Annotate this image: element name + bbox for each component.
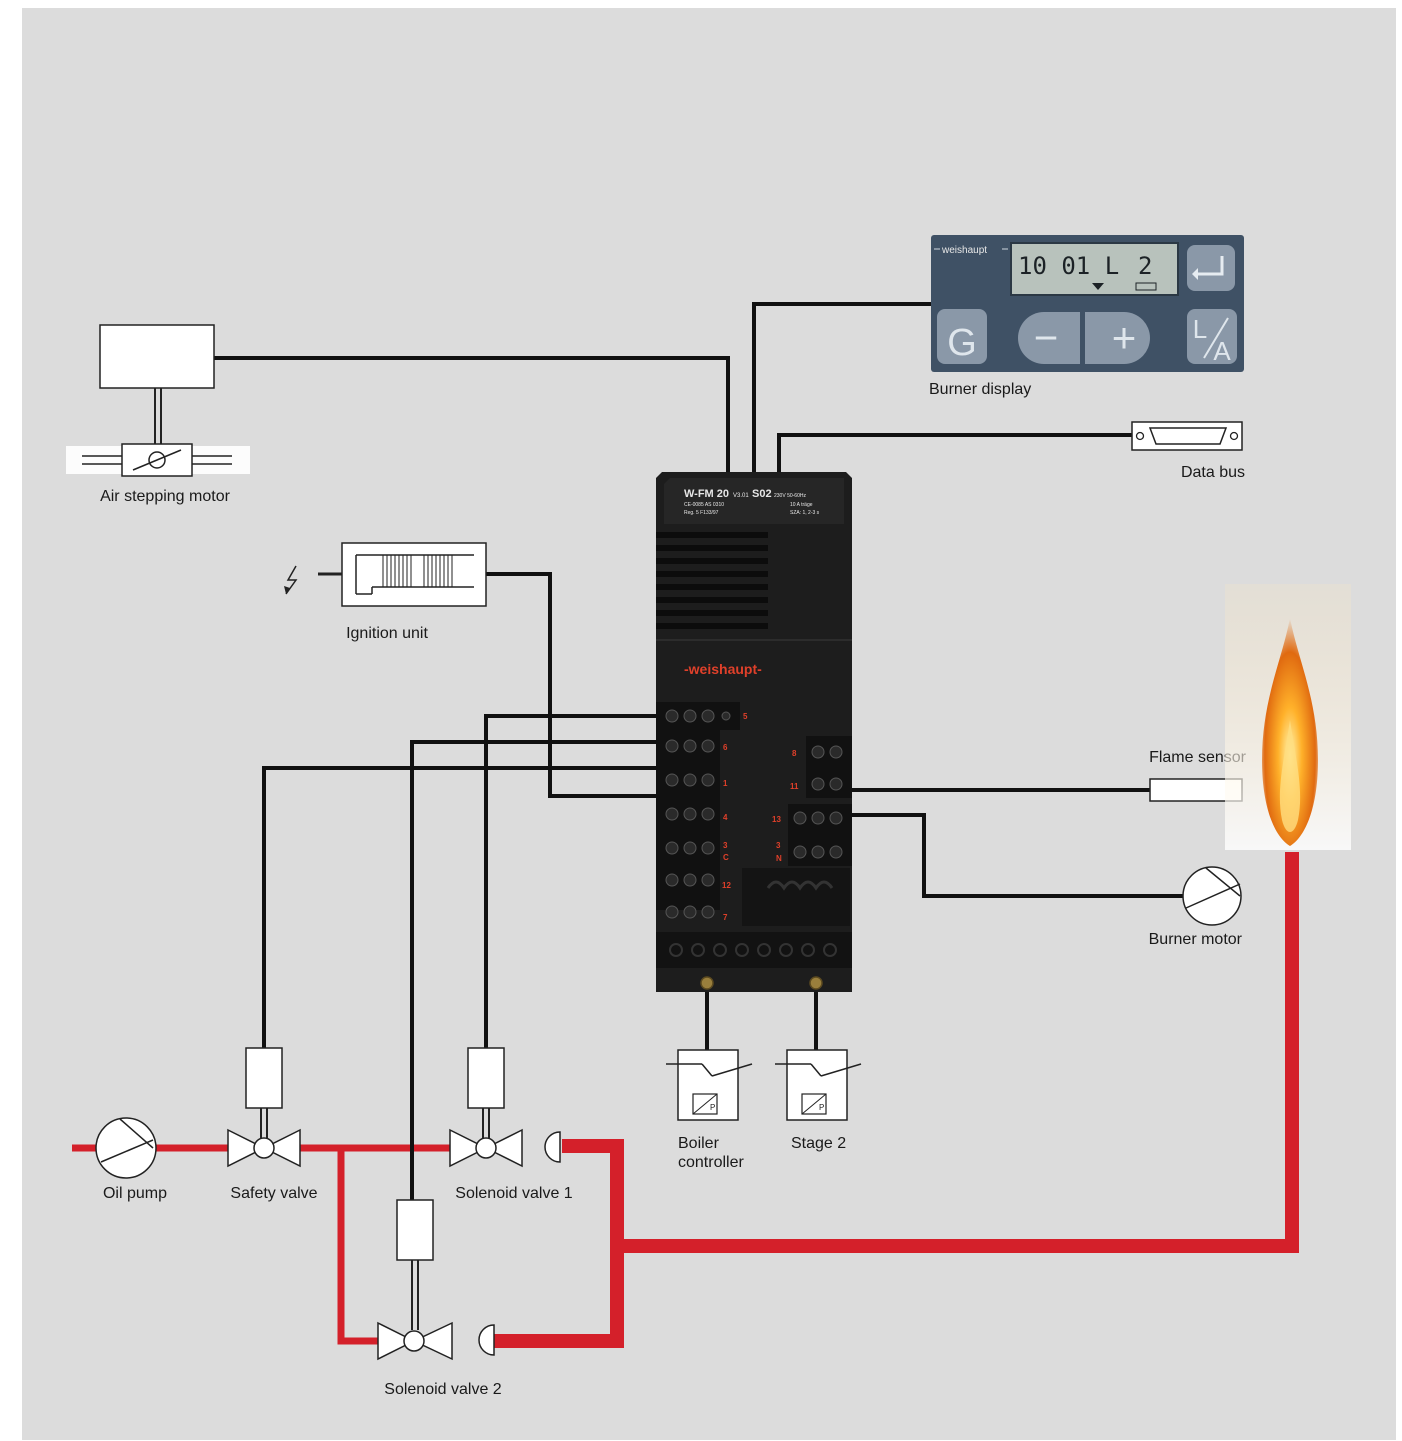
unit-spec-2: 10 A träge <box>790 502 813 508</box>
stage-2-controller: P Stage 2 <box>775 1049 862 1152</box>
nozzle-icon <box>544 1131 561 1163</box>
ignition-unit-label: Ignition unit <box>346 625 428 642</box>
unit-code: S02 <box>752 488 772 500</box>
unit-spec-1: 230V 50-60Hz <box>774 493 806 499</box>
terminal-r11: 11 <box>790 782 799 791</box>
manual-auto-label-a: A <box>1213 336 1231 366</box>
oil-pump-label: Oil pump <box>103 1185 167 1202</box>
unit-version: V3.01 <box>733 493 749 499</box>
screw-right <box>809 976 823 990</box>
minus-button-label: − <box>1034 314 1059 361</box>
unit-cert-2: Reg. 5 F133/97 <box>684 510 719 516</box>
unit-cert-1: CE-0085 AS 0310 <box>684 502 724 508</box>
terminal-blocks-right: 8 11 13 3 N <box>772 736 852 866</box>
air-stepping-motor-label: Air stepping motor <box>100 488 231 505</box>
pump-icon <box>100 1139 154 1163</box>
lcd-readout-stage: 2 <box>1138 252 1152 280</box>
terminal-r13: 13 <box>772 815 781 824</box>
terminal-7: 7 <box>723 913 728 922</box>
stage-2-label: Stage 2 <box>791 1135 846 1152</box>
burner-motor: Burner motor <box>1149 866 1243 948</box>
oil-lines <box>72 852 1299 1348</box>
flame-sensor: Flame sensor <box>1149 749 1247 802</box>
screw-left <box>700 976 714 990</box>
terminal-rn: N <box>776 854 782 863</box>
terminal-r8: 8 <box>792 749 797 758</box>
flame-sensor-label: Flame sensor <box>1149 749 1247 766</box>
solenoid-valve-1-label: Solenoid valve 1 <box>455 1185 573 1202</box>
data-bus-label: Data bus <box>1181 464 1245 481</box>
ignition-unit: Ignition unit <box>284 542 487 642</box>
g-button[interactable] <box>937 309 987 364</box>
svg-text:P: P <box>710 1103 715 1112</box>
oil-pump: Oil pump <box>95 1117 167 1202</box>
lcd-screen <box>1010 242 1179 296</box>
nozzle-icon <box>478 1324 495 1356</box>
plus-button-label: + <box>1112 314 1137 361</box>
unit-model: W-FM 20 <box>684 488 729 500</box>
terminal-12: 12 <box>722 881 731 890</box>
terminal-5: 5 <box>743 712 748 721</box>
valve-icon <box>449 1128 488 1168</box>
g-button-label: G <box>947 322 977 364</box>
vent-slots <box>656 532 768 629</box>
air-stepping-motor: Air stepping motor <box>66 324 250 505</box>
svg-text:P: P <box>819 1103 824 1112</box>
boiler-controller-label-1: Boiler <box>678 1135 720 1152</box>
boiler-controller: P Boiler controller <box>666 1049 753 1171</box>
wiring <box>214 302 1184 1200</box>
terminal-1: 1 <box>723 779 728 788</box>
solenoid-valve-2-label: Solenoid valve 2 <box>384 1381 502 1398</box>
enter-button[interactable] <box>1187 245 1235 291</box>
valve-icon <box>227 1128 266 1168</box>
display-brand: weishaupt <box>941 245 987 256</box>
burner-display: weishaupt 10 01 L 2 G − + L A Burner dis… <box>929 235 1244 398</box>
unit-brand: -weishaupt- <box>684 661 762 677</box>
solenoid-valve-1: Solenoid valve 1 <box>449 1047 573 1202</box>
lcd-marker-icon <box>1092 283 1104 290</box>
connector-icon <box>1148 427 1228 445</box>
safety-valve-label: Safety valve <box>230 1185 317 1202</box>
enter-icon <box>1198 256 1224 276</box>
boiler-controller-label-2: controller <box>678 1154 744 1171</box>
manual-auto-label-l: L <box>1193 314 1207 344</box>
terminal-3: 3 <box>723 841 728 850</box>
terminal-4: 4 <box>723 813 728 822</box>
control-unit: W-FM 20 V3.01 S02 230V 50-60Hz 10 A träg… <box>656 472 852 992</box>
unit-spec-3: SZA: 1, 2-3 s <box>790 510 820 516</box>
lcd-readout: 10 01 L <box>1018 252 1119 280</box>
burner-display-label: Burner display <box>929 381 1031 398</box>
safety-valve: Safety valve <box>227 1047 318 1202</box>
data-bus: Data bus <box>1131 421 1245 481</box>
spark-icon <box>285 565 298 595</box>
valve-icon <box>377 1321 416 1361</box>
flame <box>1225 584 1351 850</box>
terminal-c: C <box>723 853 729 862</box>
terminal-r3: 3 <box>776 841 781 850</box>
solenoid-valve-2: Solenoid valve 2 <box>377 1199 502 1398</box>
terminal-blocks-left: 5 6 1 4 3 C 12 7 <box>656 702 748 922</box>
terminal-6: 6 <box>723 743 728 752</box>
plus-button[interactable] <box>1085 312 1150 364</box>
burner-motor-label: Burner motor <box>1149 931 1243 948</box>
minus-button[interactable] <box>1018 312 1080 364</box>
